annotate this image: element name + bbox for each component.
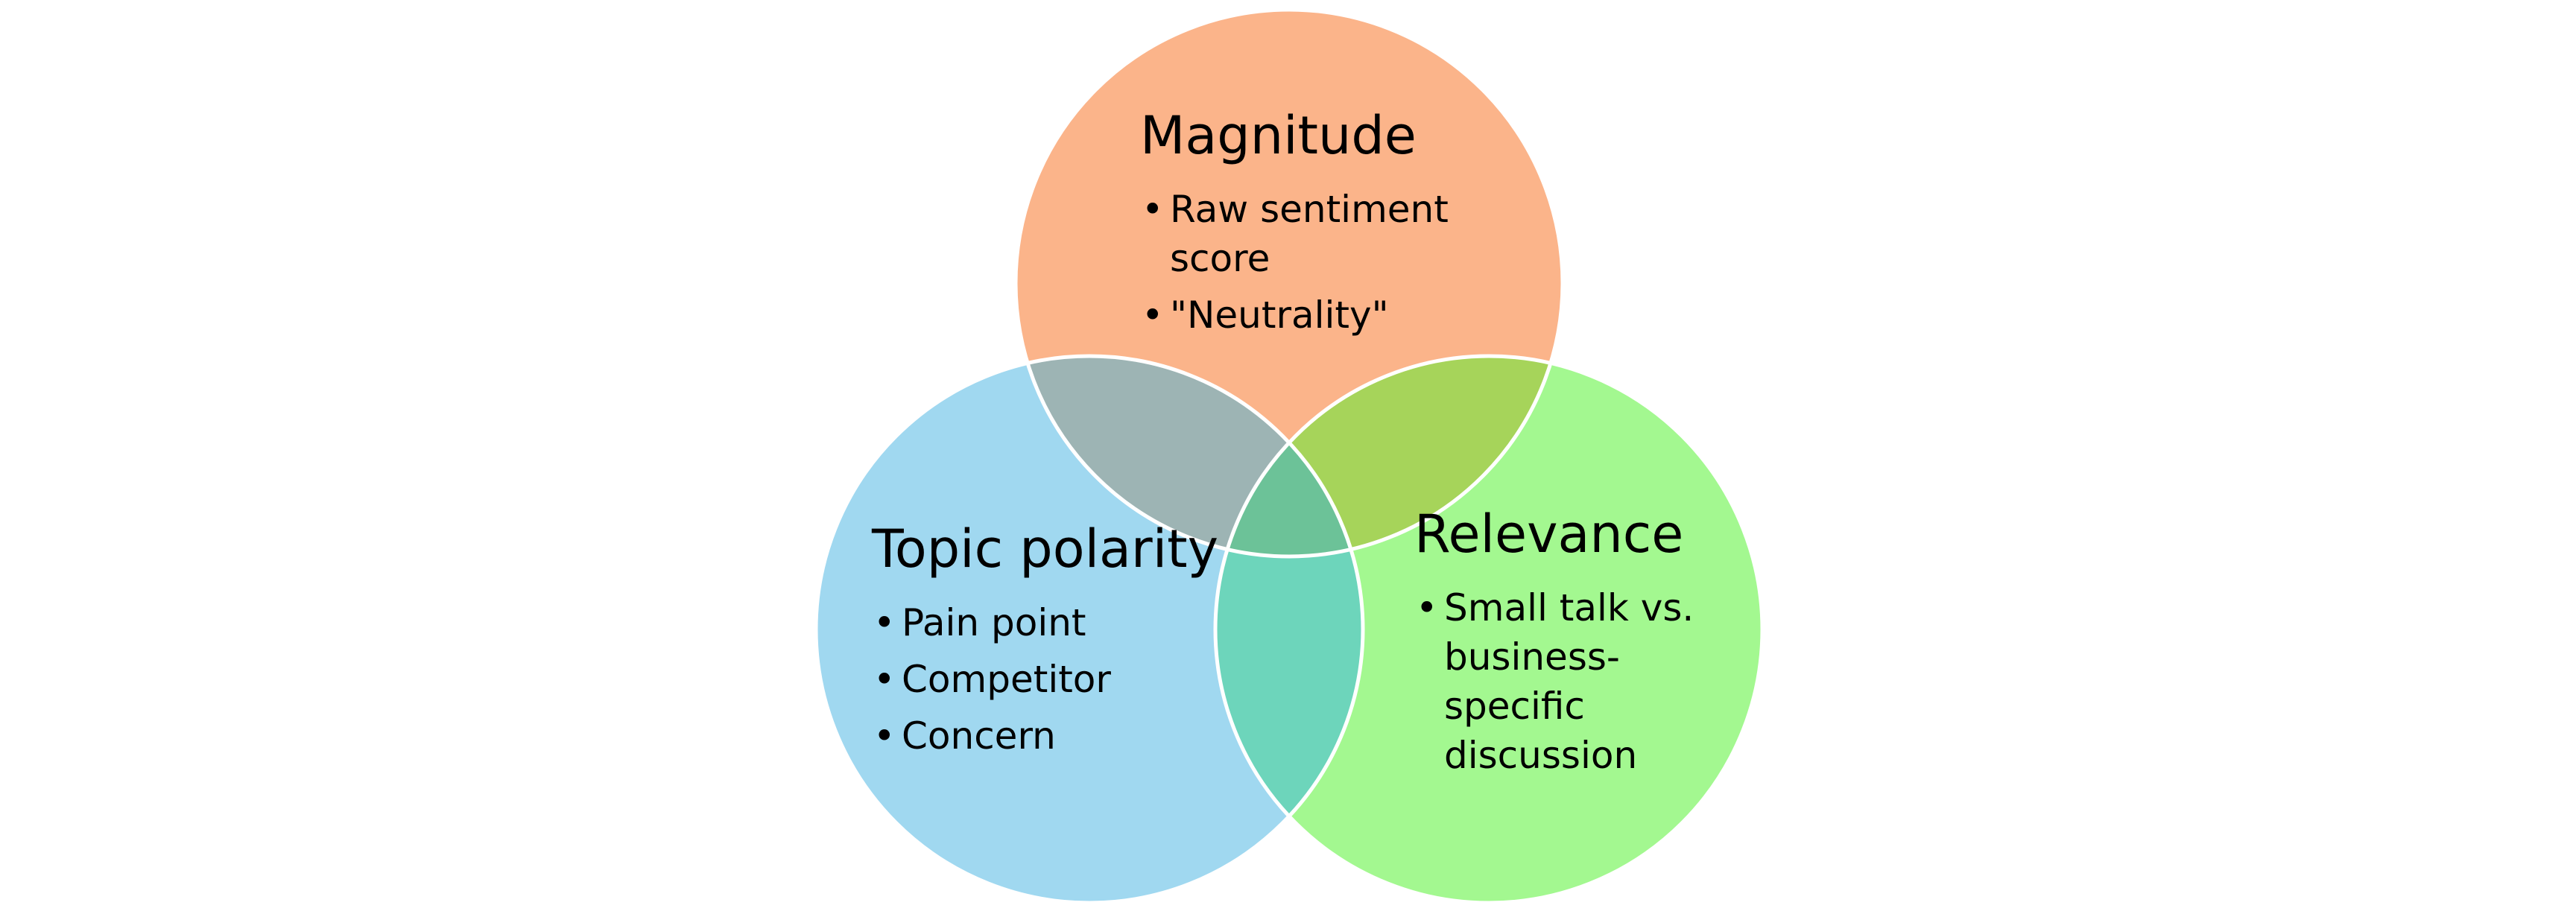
- bullet-text: Small talk vs. business-specific discuss…: [1444, 586, 1694, 777]
- bullet-item: •Small talk vs. business-specific discus…: [1414, 583, 1727, 780]
- magnitude-label-block: Magnitude •Raw sentiment score •"Neutral…: [1140, 104, 1483, 347]
- bullet-text: Pain point: [902, 601, 1086, 644]
- bullet-item: •Pain point: [872, 598, 1259, 647]
- topic-polarity-bullet-list: •Pain point •Competitor •Concern: [872, 598, 1259, 761]
- bullet-dot-icon: •: [1142, 293, 1164, 337]
- bullet-dot-icon: •: [873, 714, 896, 758]
- magnitude-topic-overlap: [1016, 356, 1363, 556]
- bullet-item: •"Neutrality": [1140, 291, 1483, 340]
- magnitude-title: Magnitude: [1140, 105, 1417, 166]
- bullet-item: •Competitor: [872, 655, 1259, 704]
- bullet-dot-icon: •: [1142, 188, 1164, 231]
- relevance-title: Relevance: [1414, 504, 1684, 565]
- bullet-dot-icon: •: [873, 601, 896, 644]
- magnitude-bullet-list: •Raw sentiment score •"Neutrality": [1140, 185, 1483, 340]
- topic-polarity-label-block: Topic polarity •Pain point •Competitor •…: [872, 518, 1259, 768]
- magnitude-relevance-overlap: [1215, 356, 1563, 556]
- relevance-label-block: Relevance •Small talk vs. business-speci…: [1414, 503, 1727, 787]
- topic-polarity-title: Topic polarity: [872, 518, 1219, 580]
- bullet-item: •Concern: [872, 711, 1259, 761]
- bullet-dot-icon: •: [873, 658, 896, 701]
- bullet-item: •Raw sentiment score: [1140, 185, 1483, 283]
- relevance-bullet-list: •Small talk vs. business-specific discus…: [1414, 583, 1727, 780]
- circle-outlines: [814, 7, 1765, 905]
- bullet-text: "Neutrality": [1170, 293, 1389, 337]
- bullet-text: Concern: [902, 714, 1056, 758]
- bullet-dot-icon: •: [1416, 586, 1438, 629]
- bullet-text: Raw sentiment score: [1170, 188, 1449, 280]
- bullet-text: Competitor: [902, 658, 1111, 701]
